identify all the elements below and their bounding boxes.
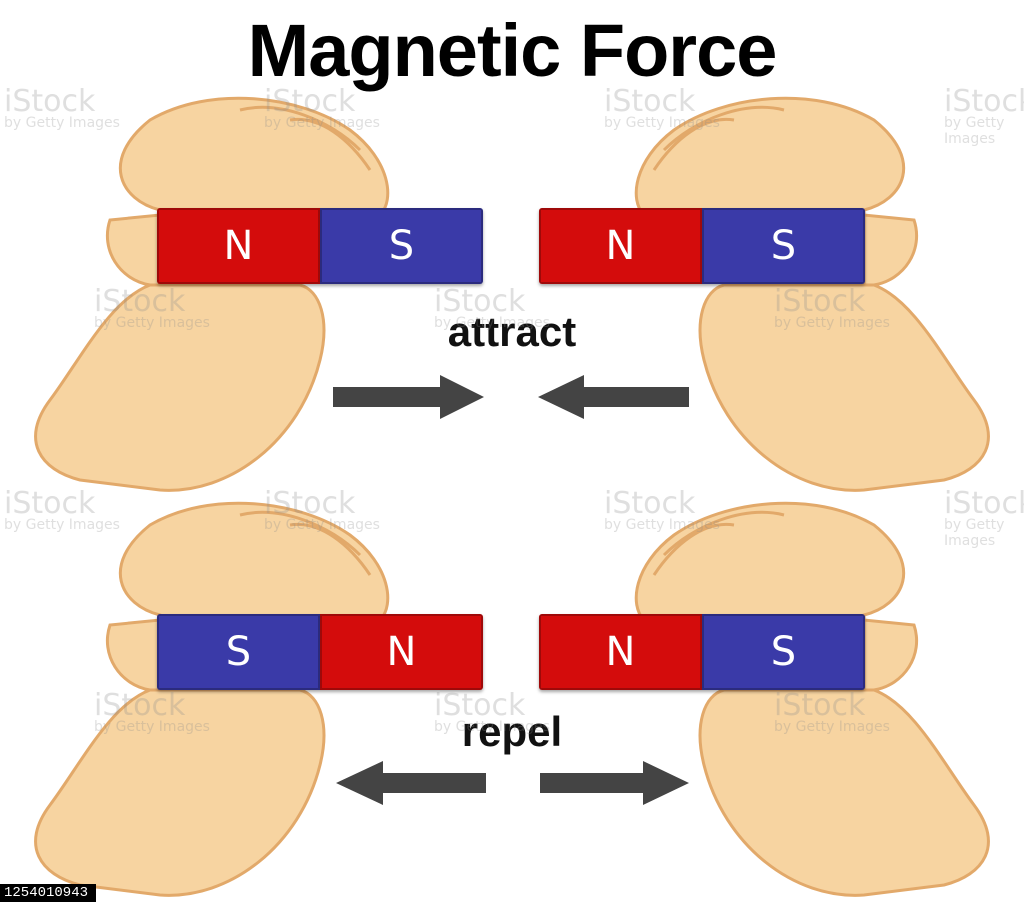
pole-north: N xyxy=(157,208,320,284)
attract-label: attract xyxy=(447,308,577,355)
repel-arrow-right xyxy=(540,761,689,805)
repel-label: repel xyxy=(461,708,563,755)
page-title: Magnetic Force xyxy=(247,9,778,92)
repel-arrow-left xyxy=(336,761,486,805)
attract-arrow-left xyxy=(538,375,689,419)
image-id-tag: 1254010943 xyxy=(0,884,96,902)
hand-top-left xyxy=(34,96,390,492)
attract-arrow-right xyxy=(333,375,484,419)
magnet-attract-right: N S xyxy=(539,208,865,284)
pole-south: S xyxy=(157,614,320,690)
magnet-attract-left: N S xyxy=(157,208,483,284)
magnet-repel-right: N S xyxy=(539,614,865,690)
pole-south: S xyxy=(702,614,865,690)
hand-bottom-left xyxy=(34,501,390,897)
pole-south: S xyxy=(702,208,865,284)
hand-top-right xyxy=(634,96,990,492)
pole-south: S xyxy=(320,208,483,284)
pole-north: N xyxy=(539,614,702,690)
pole-north: N xyxy=(539,208,702,284)
magnet-repel-left: S N xyxy=(157,614,483,690)
hand-bottom-right xyxy=(634,501,990,897)
pole-north: N xyxy=(320,614,483,690)
